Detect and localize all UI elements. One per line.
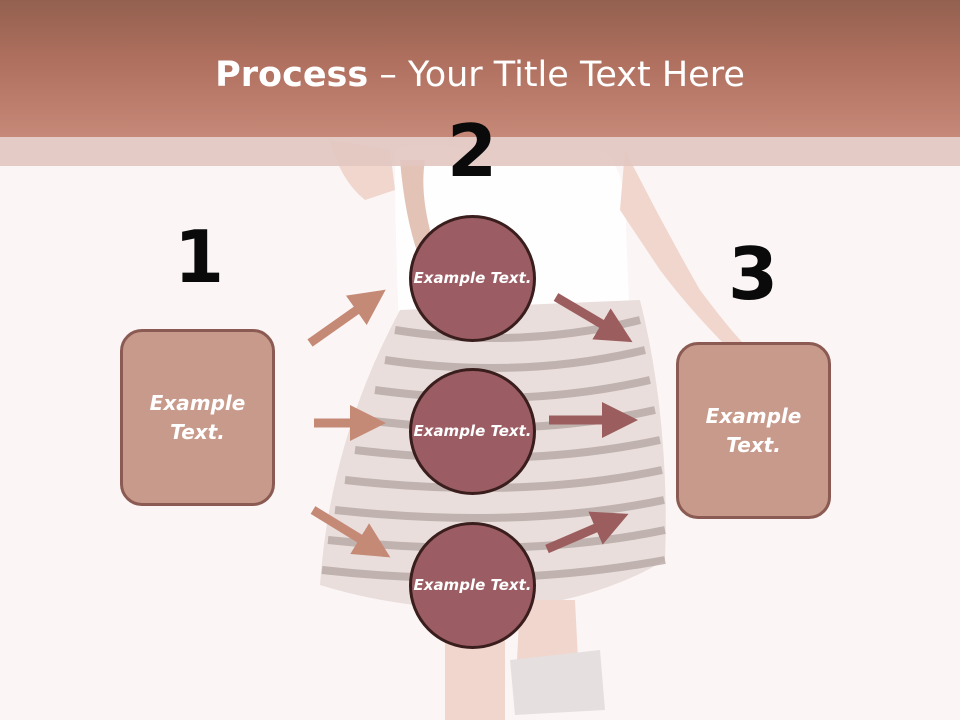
circle-top-text: Example Text. xyxy=(413,269,532,287)
left-box-text: Example Text. xyxy=(149,390,246,444)
title-bold: Process xyxy=(215,55,369,95)
title-rest: – Your Title Text Here xyxy=(368,55,745,95)
header-band xyxy=(0,137,960,166)
circle-middle: Example Text. xyxy=(409,368,536,495)
arrow-top-to-right xyxy=(553,293,633,343)
circle-top: Example Text. xyxy=(409,215,536,342)
slide-title: Process – Your Title Text Here xyxy=(0,52,960,98)
circle-middle-text: Example Text. xyxy=(413,422,532,440)
right-text-box: Example Text. xyxy=(676,342,831,519)
step-number-2: 2 xyxy=(446,109,498,193)
step-number-3: 3 xyxy=(727,232,779,316)
circle-bottom-text: Example Text. xyxy=(413,576,532,594)
arrow-left-to-bottom xyxy=(310,506,391,558)
arrow-bottom-to-right xyxy=(545,511,629,554)
right-box-text: Example Text. xyxy=(705,403,802,457)
left-text-box: Example Text. xyxy=(120,329,275,506)
circle-bottom: Example Text. xyxy=(409,522,536,649)
header-bar xyxy=(0,0,960,137)
arrow-left-to-top xyxy=(307,289,386,347)
step-number-1: 1 xyxy=(173,215,225,299)
